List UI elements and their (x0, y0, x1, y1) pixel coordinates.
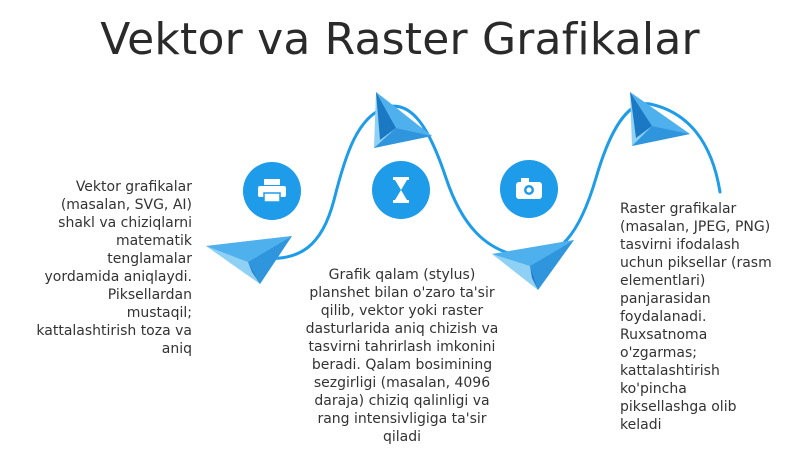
raster-description: Raster grafikalar (masalan, JPEG, PNG) t… (620, 201, 772, 433)
stylus-description: Grafik qalam (stylus) planshet bilan o'z… (305, 267, 499, 445)
paper-plane-icon (630, 92, 690, 146)
camera-icon (500, 160, 558, 218)
paper-plane-icon (206, 236, 292, 284)
page-title: Vektor va Raster Grafikalar (100, 14, 700, 65)
wave-connector (258, 102, 722, 261)
printer-icon (243, 162, 301, 220)
vector-description: Vektor grafikalar (masalan, SVG, AI) sha… (36, 179, 192, 357)
paper-plane-icon (374, 92, 432, 148)
hourglass-icon (372, 161, 430, 219)
paper-plane-icon (492, 240, 574, 290)
